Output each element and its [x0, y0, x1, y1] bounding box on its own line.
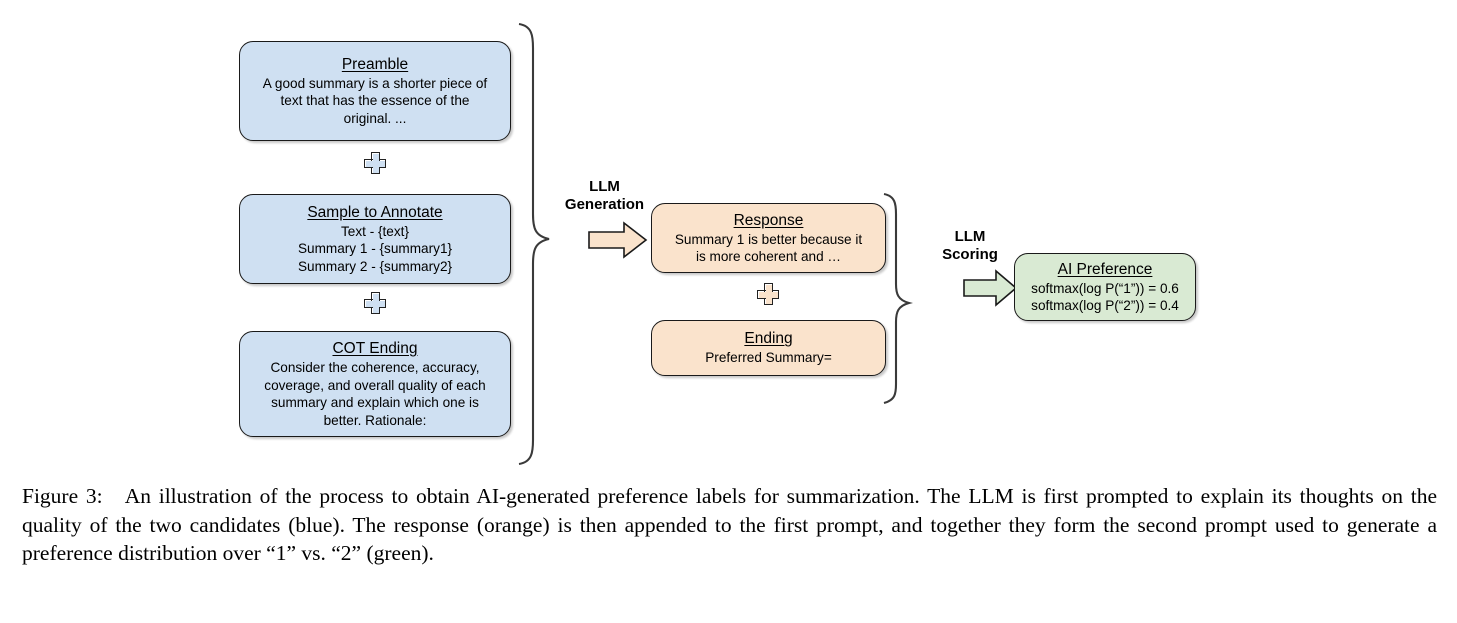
node-preamble-title: Preamble — [341, 55, 409, 73]
node-cot-line-2: coverage, and overall quality of each — [264, 377, 486, 393]
figure-diagram: Preamble A good summary is a shorter pie… — [239, 22, 1196, 466]
node-cot-title: COT Ending — [332, 340, 418, 357]
figure-caption-text: An illustration of the process to obtain… — [22, 484, 1437, 565]
stage-llm-generation-line-1: LLM — [589, 178, 620, 195]
node-cot-line-4: better. Rationale: — [323, 412, 427, 428]
node-response-body: Summary 1 is better because it is more c… — [675, 231, 862, 266]
node-sample-body: Text - {text} Summary 1 - {summary1} Sum… — [298, 223, 452, 276]
llm-scoring-arrow-icon — [963, 269, 1018, 307]
node-response-line-2: is more coherent and … — [695, 249, 842, 264]
llm-generation-arrow-icon — [588, 221, 648, 259]
node-ai-preference-line-2: softmax(log P(“2”)) = 0.4 — [1031, 298, 1179, 313]
stage-label-llm-scoring: LLM Scoring — [924, 228, 1016, 264]
response-group-brace — [883, 192, 913, 405]
node-preamble-line-3: original. ... — [343, 110, 407, 126]
node-preamble: Preamble A good summary is a shorter pie… — [239, 41, 511, 141]
node-sample-line-2: Summary 1 - {summary1} — [297, 241, 453, 257]
stage-llm-scoring-line-2: Scoring — [942, 246, 998, 263]
plus-icon-sample-cot — [364, 292, 386, 314]
node-response: Response Summary 1 is better because it … — [651, 203, 886, 273]
stage-label-llm-generation: LLM Generation — [552, 178, 657, 214]
node-sample-line-1: Text - {text} — [340, 223, 409, 239]
prompt-group-brace — [518, 22, 550, 466]
stage-llm-generation-line-2: Generation — [564, 196, 645, 213]
node-ending-line-1: Preferred Summary= — [705, 350, 832, 366]
node-preamble-line-2: text that has the essence of the — [280, 93, 470, 109]
node-ai-preference-line-1: softmax(log P(“1”)) = 0.6 — [1031, 280, 1179, 296]
node-response-title: Response — [733, 211, 804, 229]
node-preamble-line-1: A good summary is a shorter piece of — [262, 75, 488, 91]
node-ai-preference-body: softmax(log P(“1”)) = 0.6 softmax(log P(… — [1031, 280, 1179, 315]
node-sample-line-3: Summary 2 - {summary2} — [297, 258, 453, 274]
node-cot-line-1: Consider the coherence, accuracy, — [270, 360, 480, 375]
node-sample-to-annotate: Sample to Annotate Text - {text} Summary… — [239, 194, 511, 284]
stage-llm-scoring-line-1: LLM — [954, 228, 986, 245]
node-ending-body: Preferred Summary= — [705, 349, 832, 367]
figure-caption-label: Figure 3: — [22, 484, 103, 508]
node-ai-preference: AI Preference softmax(log P(“1”)) = 0.6 … — [1014, 253, 1196, 321]
node-preamble-body: A good summary is a shorter piece of tex… — [263, 75, 487, 128]
node-ai-preference-title: AI Preference — [1057, 260, 1153, 278]
plus-icon-preamble-sample — [364, 152, 386, 174]
node-cot-line-3: summary and explain which one is — [271, 395, 479, 410]
plus-icon-response-ending — [757, 283, 779, 305]
node-ending-title: Ending — [744, 330, 793, 348]
node-sample-title: Sample to Annotate — [307, 203, 443, 221]
node-cot-body: Consider the coherence, accuracy, covera… — [264, 359, 485, 429]
node-response-line-1: Summary 1 is better because it — [674, 231, 863, 247]
node-ending: Ending Preferred Summary= — [651, 320, 886, 376]
node-cot-ending: COT Ending Consider the coherence, accur… — [239, 331, 511, 437]
figure-caption: Figure 3: An illustration of the process… — [22, 482, 1437, 568]
